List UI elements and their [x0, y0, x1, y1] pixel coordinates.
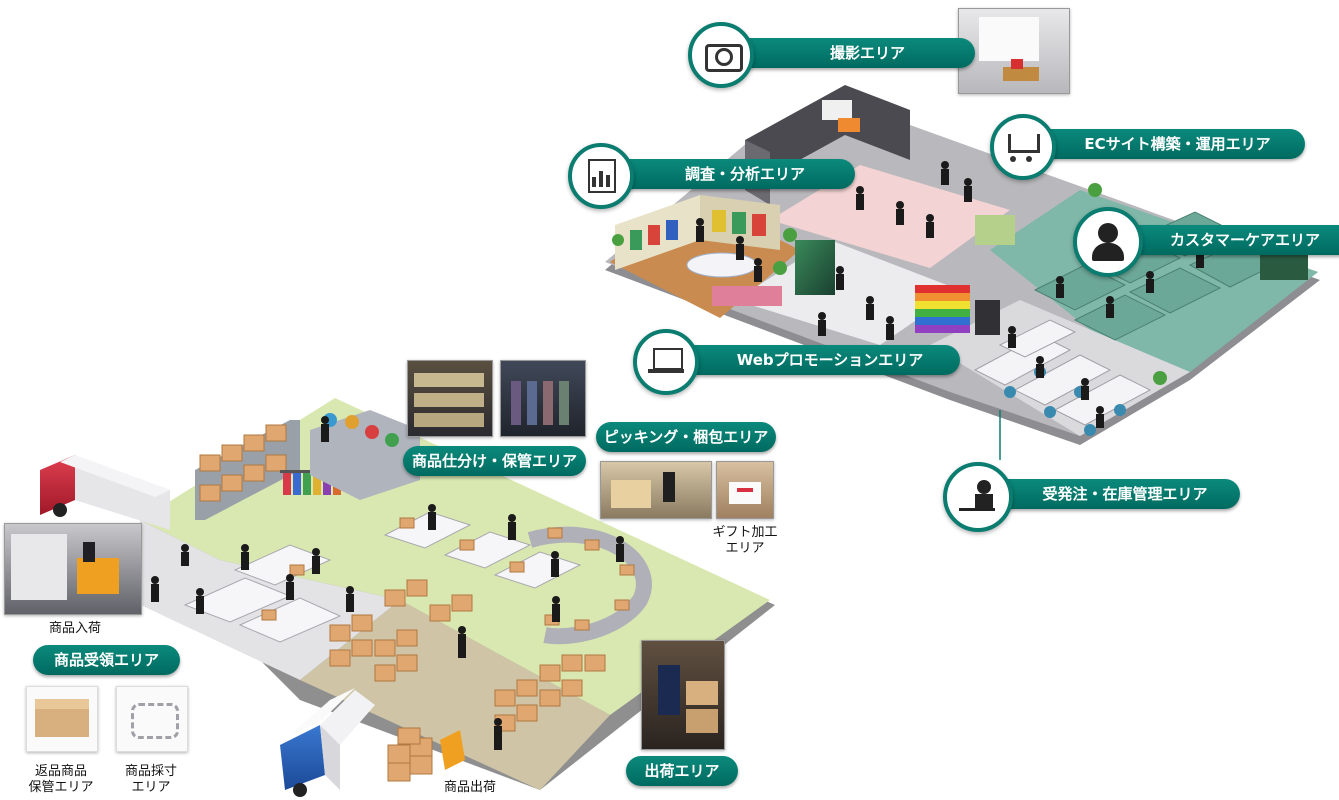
- label-shipping-area: 出荷エリア: [626, 756, 738, 786]
- measuring-image: [116, 686, 188, 752]
- forklift-outbound: [440, 730, 465, 770]
- shipping-image: [641, 640, 725, 750]
- caption-gift-wrapping: ギフト加工 エリア: [712, 525, 778, 556]
- caption-returns-storage: 返品商品 保管エリア: [28, 764, 94, 795]
- customer-screen: [1260, 250, 1308, 280]
- research-shelves: [615, 195, 782, 306]
- gift-wrapping-image: [716, 461, 774, 519]
- camera-icon: [688, 22, 754, 88]
- label-sorting-storage-area: 商品仕分け・保管エリア: [403, 446, 586, 476]
- cart-icon: [990, 114, 1056, 180]
- label-customer-care-area: カスタマーケアエリア: [1110, 225, 1339, 255]
- green-partition: [975, 215, 1015, 245]
- label-ec-area: ECサイト構築・運用エリア: [1025, 129, 1305, 159]
- work-tables: [183, 511, 582, 643]
- rainbow-display: [915, 285, 970, 333]
- sorting-shelf-image-1: [407, 360, 493, 437]
- presentation-screen: [795, 240, 835, 295]
- order-desks: [973, 319, 1152, 426]
- red-truck: [40, 455, 170, 530]
- desk-worker-icon: [943, 462, 1013, 532]
- laptop-icon: [633, 329, 699, 395]
- label-photo-area: 撮影エリア: [735, 38, 975, 68]
- label-order-inventory-area: 受発注・在庫管理エリア: [985, 479, 1240, 509]
- conveyor-belt: [527, 526, 652, 645]
- label-web-promotion-area: Webプロモーションエリア: [675, 345, 960, 375]
- plants: [612, 183, 1167, 385]
- people: [151, 161, 1204, 750]
- caption-inbound: 商品入荷: [48, 621, 101, 636]
- server-rack: [975, 300, 1000, 335]
- caption-outbound: 商品出荷: [443, 780, 496, 795]
- photo-studio-image: [958, 8, 1070, 94]
- storage-racks: [195, 420, 606, 732]
- blue-truck: [280, 688, 375, 797]
- headset-operator-icon: [1073, 207, 1143, 277]
- report-chart-icon: [568, 143, 634, 209]
- picking-packing-image: [600, 461, 712, 519]
- caption-measuring: 商品採寸 エリア: [124, 764, 177, 795]
- returns-storage-image: [26, 686, 98, 752]
- inbound-image: [4, 523, 142, 615]
- pallet-boxes: [387, 727, 433, 782]
- label-picking-packing-area: ピッキング・梱包エリア: [596, 422, 776, 452]
- label-research-area: 調査・分析エリア: [610, 159, 855, 189]
- toy-shelf: [310, 410, 420, 500]
- sorting-shelf-image-2: [500, 360, 586, 437]
- label-receiving-area: 商品受領エリア: [33, 645, 180, 675]
